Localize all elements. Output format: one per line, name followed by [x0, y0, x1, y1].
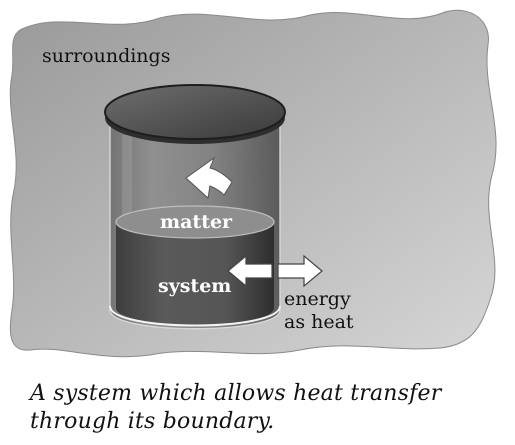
- heat-arrow-left: [227, 254, 273, 288]
- container-base: [109, 305, 281, 327]
- label-surroundings: surroundings: [42, 45, 170, 67]
- caption-line-1: A system which allows heat transfer: [30, 381, 442, 406]
- matter-arrow: [185, 156, 233, 199]
- label-system: system: [158, 275, 231, 297]
- container-lid: [104, 84, 286, 140]
- system-diagram: surroundings matter system energy as hea…: [9, 9, 497, 358]
- figure-caption: A system which allows heat transfer thro…: [30, 380, 510, 436]
- caption-line-2: through its boundary.: [30, 409, 275, 434]
- liquid-surface: [115, 205, 275, 239]
- label-as-heat: as heat: [284, 311, 354, 333]
- container-outline: [109, 125, 281, 330]
- label-matter: matter: [160, 211, 233, 233]
- liquid-body: [116, 222, 274, 325]
- heat-arrow-right: [277, 254, 323, 288]
- label-energy: energy: [284, 288, 351, 310]
